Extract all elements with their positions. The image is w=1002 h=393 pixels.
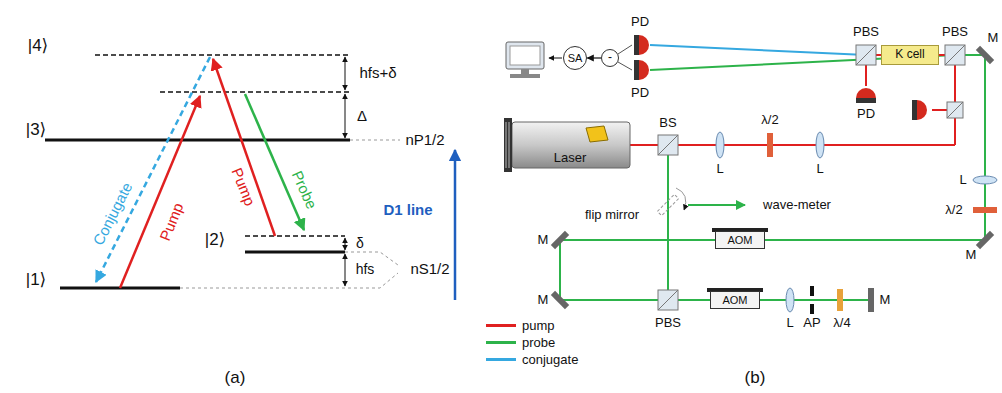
part-label: M bbox=[880, 293, 891, 307]
part-label: L bbox=[959, 173, 966, 187]
legend-swatch bbox=[486, 324, 516, 327]
beam-label: Conjugate bbox=[90, 180, 136, 248]
node-text: Laser bbox=[554, 151, 587, 165]
beam-label: Pump bbox=[157, 201, 187, 244]
part-label: L bbox=[816, 162, 823, 176]
state-label: |1⟩ bbox=[26, 271, 47, 290]
part-label: wave-meter bbox=[763, 198, 831, 212]
level-diagram bbox=[45, 55, 455, 300]
node-text: - bbox=[608, 51, 612, 64]
part-label: flip mirror bbox=[585, 208, 639, 222]
part-label: (b) bbox=[745, 369, 766, 388]
panel-label: (a) bbox=[225, 369, 246, 388]
legend-swatch bbox=[486, 341, 516, 344]
level-label: nP1/2 bbox=[405, 132, 444, 149]
analyzer-circle: SA bbox=[563, 46, 588, 71]
part-label: λ/4 bbox=[833, 316, 850, 330]
signal-connector bbox=[587, 57, 601, 58]
node-text: K cell bbox=[895, 48, 924, 61]
part-label: PD bbox=[631, 15, 649, 29]
part-label: M bbox=[538, 293, 549, 307]
splitting-label: hfs+δ bbox=[359, 65, 396, 82]
aom-box: AOM bbox=[710, 291, 760, 309]
state-label: |2⟩ bbox=[205, 231, 226, 250]
beam-label: Probe bbox=[288, 168, 319, 211]
part-label: PD bbox=[631, 86, 649, 100]
level-label: nS1/2 bbox=[410, 261, 449, 278]
part-label: L bbox=[786, 316, 793, 330]
node-text: AOM bbox=[727, 234, 752, 246]
optical-setup bbox=[504, 35, 997, 314]
node-text: SA bbox=[568, 52, 583, 64]
node-text: AOM bbox=[722, 294, 747, 306]
legend-row: conjugate bbox=[486, 352, 578, 367]
state-label: |4⟩ bbox=[28, 37, 49, 56]
legend-row: probe bbox=[486, 335, 555, 350]
detuning-label: δ bbox=[356, 236, 364, 251]
legend-text: pump bbox=[522, 318, 555, 333]
transition-label: D1 line bbox=[383, 202, 432, 219]
splitting-label: hfs bbox=[356, 262, 375, 277]
laser-source: Laser bbox=[549, 149, 592, 167]
aom-box: AOM bbox=[715, 231, 765, 249]
part-label: λ/2 bbox=[945, 203, 962, 217]
legend-text: probe bbox=[522, 335, 555, 350]
detuning-label: Δ bbox=[357, 108, 367, 125]
part-label: AP bbox=[803, 316, 820, 330]
part-label: M bbox=[538, 233, 549, 247]
part-label: BS bbox=[659, 116, 676, 130]
part-label: M bbox=[988, 31, 999, 45]
legend-row: pump bbox=[486, 318, 555, 333]
legend-swatch bbox=[486, 358, 516, 361]
part-label: λ/2 bbox=[761, 113, 778, 127]
part-label: PBS bbox=[942, 25, 968, 39]
state-label: |3⟩ bbox=[26, 121, 47, 140]
legend-text: conjugate bbox=[522, 352, 578, 367]
part-label: M bbox=[966, 248, 977, 262]
part-label: PBS bbox=[655, 316, 681, 330]
beam-label: Pump bbox=[228, 166, 258, 209]
part-label: L bbox=[716, 162, 723, 176]
part-label: PD bbox=[857, 107, 875, 121]
subtractor-circle: - bbox=[601, 49, 619, 67]
part-label: PBS bbox=[853, 25, 879, 39]
vapor-cell: K cell bbox=[881, 45, 939, 65]
